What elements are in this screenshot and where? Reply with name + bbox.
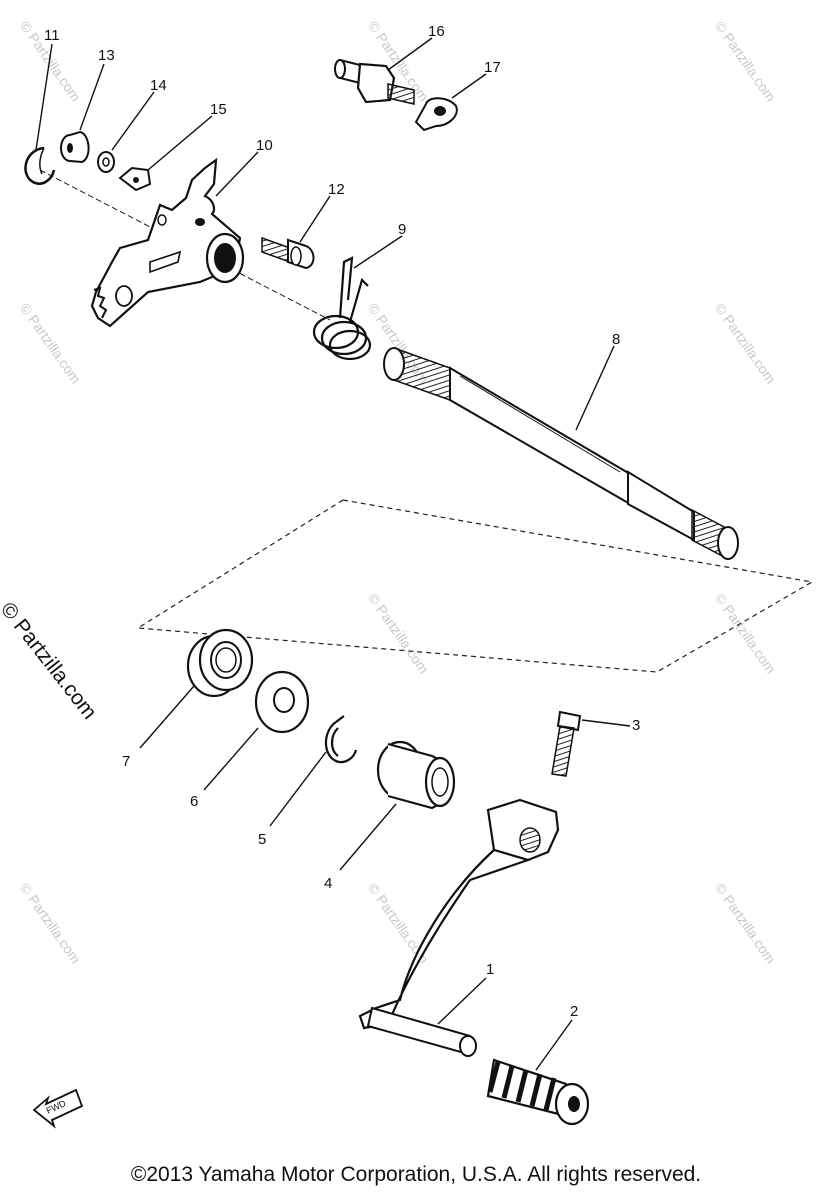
copyright-notice: ©2013 Yamaha Motor Corporation, U.S.A. A… [130,1163,702,1186]
callout-12: 12 [328,181,345,198]
part-5-circlip [324,715,358,764]
part-16-stopper-bolt [334,58,415,105]
callout-8: 8 [612,331,620,348]
callout-11: 11 [44,27,60,44]
callout-14: 14 [150,77,167,94]
assembly-guide-box [136,499,814,673]
part-12-bolt [261,236,315,270]
callout-4: 4 [324,875,332,892]
part-13-collar [60,130,90,164]
part-6-washer [254,670,310,734]
part-4-collar [376,740,456,810]
part-10-shift-arm [90,157,245,328]
callout-10: 10 [256,137,273,154]
part-15-plate [118,166,152,192]
callout-7: 7 [122,753,130,770]
part-8-shift-shaft [383,346,739,560]
callout-15: 15 [210,101,227,118]
part-2-pedal-rubber [486,1058,590,1126]
callout-2: 2 [570,1003,578,1020]
part-1-shift-pedal [358,798,560,1057]
part-9-spring [312,256,372,361]
callout-1: 1 [486,961,494,978]
part-17-lock-washer [414,97,458,132]
leader-lines [35,37,631,1071]
callout-9: 9 [398,221,406,238]
part-3-pinch-bolt [551,710,582,777]
callout-3: 3 [632,717,640,734]
part-7-oil-seal [186,628,254,698]
callout-16: 16 [428,23,445,40]
callout-6: 6 [190,793,198,810]
part-14-washer [97,151,115,173]
callout-5: 5 [258,831,266,848]
forward-arrow-icon: FWD [32,1088,84,1129]
callout-13: 13 [98,47,115,64]
part-11-circlip [24,146,56,185]
callout-17: 17 [484,59,501,76]
